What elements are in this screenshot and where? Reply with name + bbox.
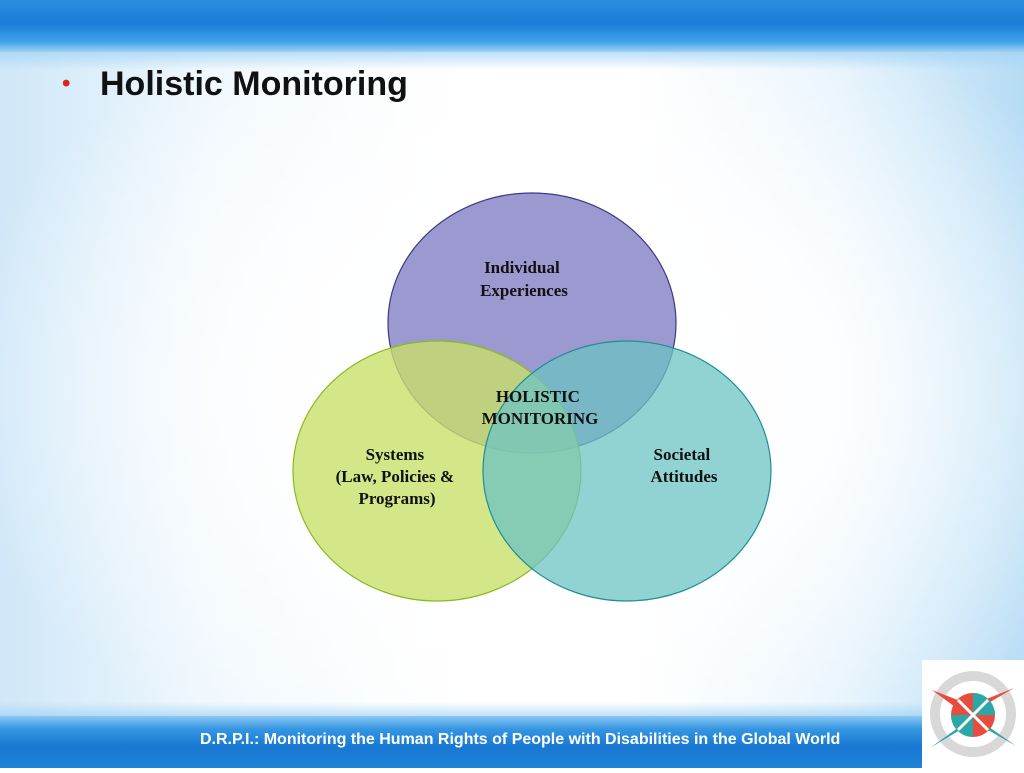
individual-label-line-2: Experiences bbox=[480, 281, 568, 300]
societal-attitudes-circle bbox=[482, 340, 772, 602]
slide-title: Holistic Monitoring bbox=[100, 65, 408, 103]
societal-label-line-1: Societal bbox=[654, 445, 711, 464]
footer-band bbox=[0, 702, 1024, 768]
individual-experiences-label: Individual Experiences bbox=[480, 258, 568, 300]
bullet-icon: • bbox=[62, 70, 71, 97]
societal-attitudes-label: Societal Attitudes bbox=[650, 445, 717, 486]
center-label-line-1: HOLISTIC bbox=[496, 387, 580, 406]
drpi-logo-icon bbox=[930, 671, 1016, 757]
holistic-monitoring-label: HOLISTIC MONITORING bbox=[482, 387, 599, 428]
individual-label-line-1: Individual bbox=[484, 258, 560, 277]
header-band bbox=[0, 0, 1024, 70]
systems-label-line-3: Programs) bbox=[358, 489, 435, 508]
drpi-logo bbox=[922, 660, 1024, 768]
footer-text: D.R.P.I.: Monitoring the Human Rights of… bbox=[200, 731, 841, 748]
systems-label-line-2: (Law, Policies & bbox=[336, 467, 455, 486]
systems-label-line-1: Systems bbox=[366, 445, 425, 464]
slide-title-row: • Holistic Monitoring bbox=[62, 62, 408, 106]
center-label-line-2: MONITORING bbox=[482, 409, 599, 428]
societal-label-line-2: Attitudes bbox=[650, 467, 717, 486]
systems-label: Systems (Law, Policies & Programs) bbox=[336, 445, 459, 508]
